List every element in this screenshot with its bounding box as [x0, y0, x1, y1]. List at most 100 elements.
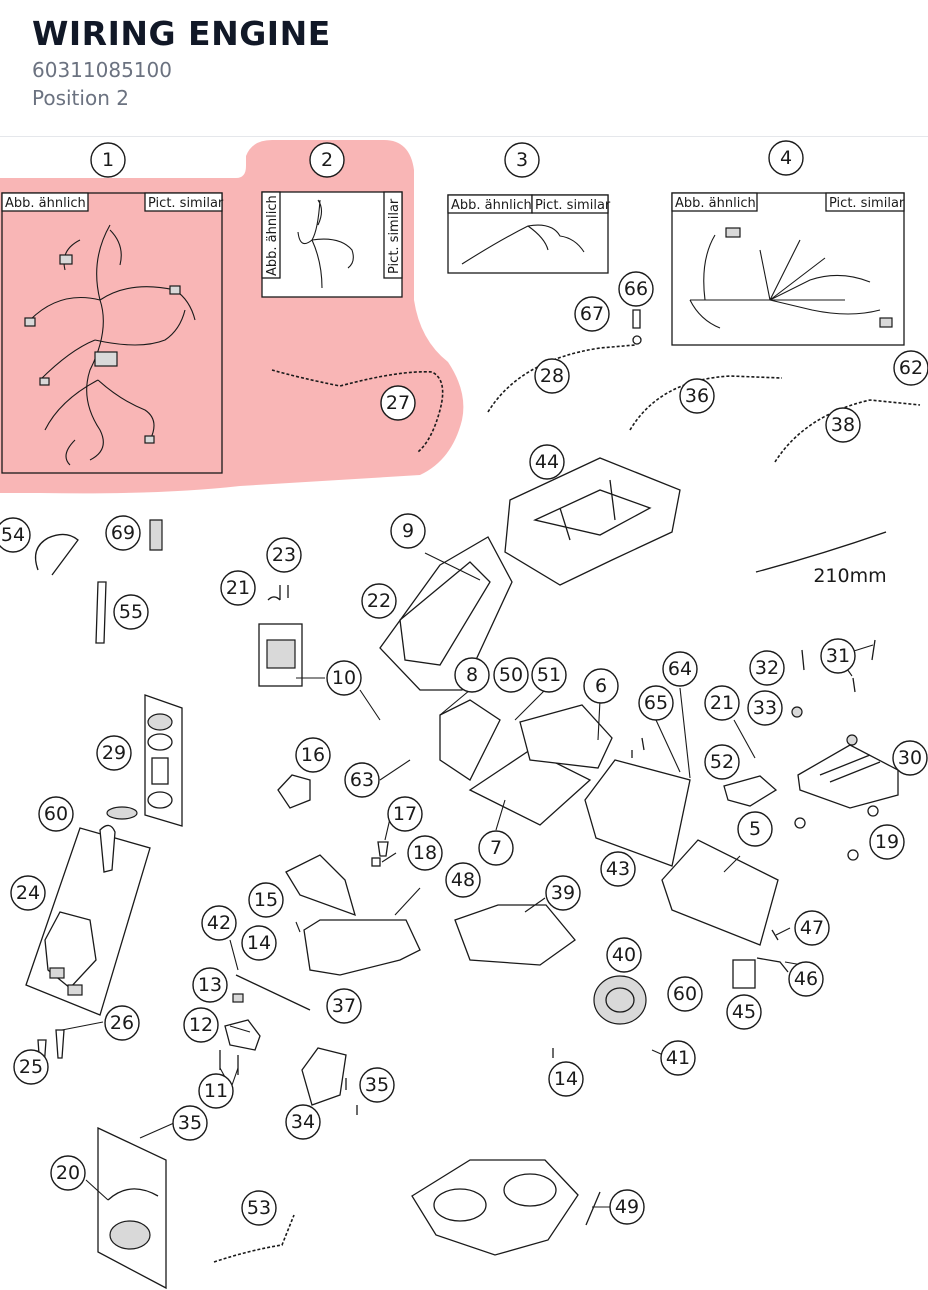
callout-69[interactable]: 69: [105, 515, 141, 551]
callout-14b[interactable]: 14: [548, 1061, 584, 1097]
callout-11[interactable]: 11: [198, 1073, 234, 1109]
holder-39[interactable]: [454, 904, 576, 966]
callout-35b[interactable]: 35: [172, 1105, 208, 1141]
strap-55[interactable]: [95, 581, 107, 644]
callout-45[interactable]: 45: [726, 994, 762, 1030]
callout-52[interactable]: 52: [704, 744, 740, 780]
callout-21b[interactable]: 21: [704, 685, 740, 721]
callout-5[interactable]: 5: [737, 811, 773, 847]
callout-43[interactable]: 43: [600, 851, 636, 887]
callout-8[interactable]: 8: [454, 657, 490, 693]
screw-11[interactable]: [219, 1050, 239, 1075]
callout-50[interactable]: 50: [493, 657, 529, 693]
callout-63[interactable]: 63: [344, 762, 380, 798]
callout-66[interactable]: 66: [618, 271, 654, 307]
ecu-7[interactable]: [468, 749, 592, 826]
housing-6[interactable]: [519, 704, 613, 769]
harness-box-2[interactable]: Abb. ähnlich Pict. similar: [261, 191, 403, 298]
callout-67[interactable]: 67: [574, 296, 610, 332]
lock-set-24[interactable]: [25, 827, 151, 1016]
callout-28[interactable]: 28: [534, 358, 570, 394]
rod-42[interactable]: [235, 974, 311, 1011]
callout-54[interactable]: 54: [0, 517, 31, 553]
grommet-19c[interactable]: [847, 849, 859, 861]
harness-box-4[interactable]: Abb. ähnlich Pict. similar: [671, 192, 905, 346]
grommet-33[interactable]: [791, 706, 803, 718]
callout-6[interactable]: 6: [583, 668, 619, 704]
callout-30[interactable]: 30: [892, 740, 928, 776]
bracket-8[interactable]: [439, 699, 501, 781]
callout-24[interactable]: 24: [10, 875, 46, 911]
callout-38[interactable]: 38: [825, 407, 861, 443]
callout-60a[interactable]: 60: [38, 796, 74, 832]
bracket-44[interactable]: [504, 457, 681, 586]
sensor-69[interactable]: [149, 519, 163, 551]
battery-box-5[interactable]: [661, 839, 779, 946]
callout-33[interactable]: 33: [747, 690, 783, 726]
callout-9[interactable]: 9: [390, 513, 426, 549]
callout-4[interactable]: 4: [768, 140, 804, 176]
callout-40[interactable]: 40: [606, 937, 642, 973]
fuse-18[interactable]: [371, 857, 381, 867]
harness-box-3[interactable]: Abb. ähnlich Pict. similar: [447, 194, 611, 274]
cable-36[interactable]: [629, 375, 783, 431]
callout-25[interactable]: 25: [13, 1049, 49, 1085]
callout-26[interactable]: 26: [104, 1005, 140, 1041]
callout-42[interactable]: 42: [201, 905, 237, 941]
callout-47[interactable]: 47: [794, 910, 830, 946]
callout-18[interactable]: 18: [407, 835, 443, 871]
pin-47[interactable]: [771, 929, 779, 941]
cable-53[interactable]: [213, 1214, 295, 1263]
nut-13[interactable]: [232, 993, 244, 1003]
grommet-19b[interactable]: [867, 805, 879, 817]
control-unit-30[interactable]: [797, 744, 899, 809]
callout-48[interactable]: 48: [445, 862, 481, 898]
horn-bracket-20[interactable]: [97, 1126, 167, 1290]
cable-27[interactable]: [271, 369, 444, 453]
harness-box-1[interactable]: Abb. ähnlich Pict. similar: [1, 192, 224, 474]
callout-14a[interactable]: 14: [241, 925, 277, 961]
callout-12[interactable]: 12: [183, 1007, 219, 1043]
callout-65[interactable]: 65: [638, 685, 674, 721]
callout-53[interactable]: 53: [241, 1190, 277, 1226]
relay-box-10[interactable]: [258, 623, 303, 687]
callout-36[interactable]: 36: [679, 378, 715, 414]
callout-17[interactable]: 17: [387, 796, 423, 832]
callout-3[interactable]: 3: [504, 142, 540, 178]
callout-60b[interactable]: 60: [667, 976, 703, 1012]
bracket-46[interactable]: [756, 957, 789, 973]
connector-66[interactable]: [632, 309, 641, 329]
callout-21a[interactable]: 21: [220, 570, 256, 606]
callout-64[interactable]: 64: [662, 651, 698, 687]
callout-2[interactable]: 2: [309, 142, 345, 178]
callout-13[interactable]: 13: [192, 967, 228, 1003]
callout-20[interactable]: 20: [50, 1155, 86, 1191]
sensor-45[interactable]: [732, 959, 756, 989]
callout-46[interactable]: 46: [788, 961, 824, 997]
callout-29[interactable]: 29: [96, 735, 132, 771]
ring-terminal-67[interactable]: [632, 335, 642, 345]
pin-49[interactable]: [585, 1191, 601, 1226]
throttle-body-49[interactable]: [411, 1159, 579, 1256]
battery-43[interactable]: [584, 759, 691, 867]
callout-1[interactable]: 1: [90, 142, 126, 178]
grommet-19a[interactable]: [794, 817, 806, 829]
callout-7[interactable]: 7: [478, 830, 514, 866]
callout-37[interactable]: 37: [326, 988, 362, 1024]
bracket-15[interactable]: [285, 854, 356, 917]
bracket-52[interactable]: [723, 775, 778, 807]
callout-49[interactable]: 49: [609, 1189, 645, 1225]
callout-22[interactable]: 22: [361, 583, 397, 619]
callout-55[interactable]: 55: [113, 594, 149, 630]
module-34[interactable]: [301, 1047, 347, 1106]
callout-31[interactable]: 31: [820, 638, 856, 674]
callout-16[interactable]: 16: [295, 737, 331, 773]
cable-tie-54[interactable]: [34, 533, 79, 576]
callout-39[interactable]: 39: [545, 875, 581, 911]
callout-27[interactable]: 27: [380, 385, 416, 421]
callout-23[interactable]: 23: [266, 537, 302, 573]
callout-32[interactable]: 32: [749, 650, 785, 686]
callout-19[interactable]: 19: [869, 824, 905, 860]
grommet-33b[interactable]: [846, 734, 858, 746]
tray-37[interactable]: [303, 919, 421, 976]
